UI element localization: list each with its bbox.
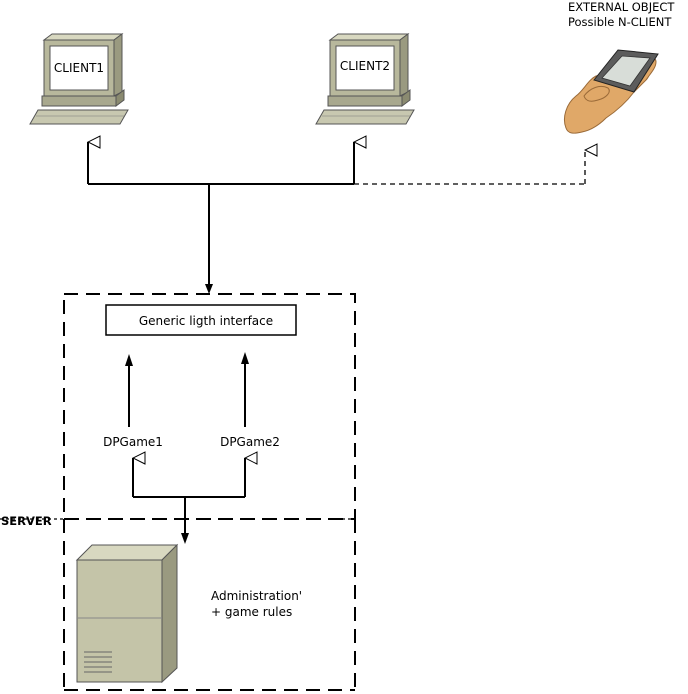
- game-bus-connector: [132, 458, 245, 544]
- server-description-line2: + game rules: [211, 605, 292, 619]
- client2-computer-icon: [315, 33, 415, 125]
- generic-interface-box: [105, 304, 297, 336]
- dpgame1-label: DPGame1: [103, 435, 163, 449]
- server-description-line1: Administration': [211, 589, 302, 603]
- server-tower-icon: [75, 543, 179, 684]
- external-object-subtitle: Possible N-CLIENT: [568, 15, 672, 29]
- dpgame2-label: DPGame2: [220, 435, 280, 449]
- client2-label: CLIENT2: [340, 59, 390, 73]
- server-boundary: [0, 518, 356, 691]
- client1-label: CLIENT1: [54, 61, 104, 75]
- client-bus-connector: [87, 142, 585, 294]
- handheld-device-icon: [563, 49, 659, 134]
- server-label: SERVER: [1, 514, 52, 528]
- generic-interface-label: Generic ligth interface: [139, 314, 273, 328]
- client1-computer-icon: [29, 33, 129, 125]
- game-to-interface-connectors: [125, 352, 249, 427]
- external-object-title: EXTERNAL OBJECT: [568, 0, 675, 14]
